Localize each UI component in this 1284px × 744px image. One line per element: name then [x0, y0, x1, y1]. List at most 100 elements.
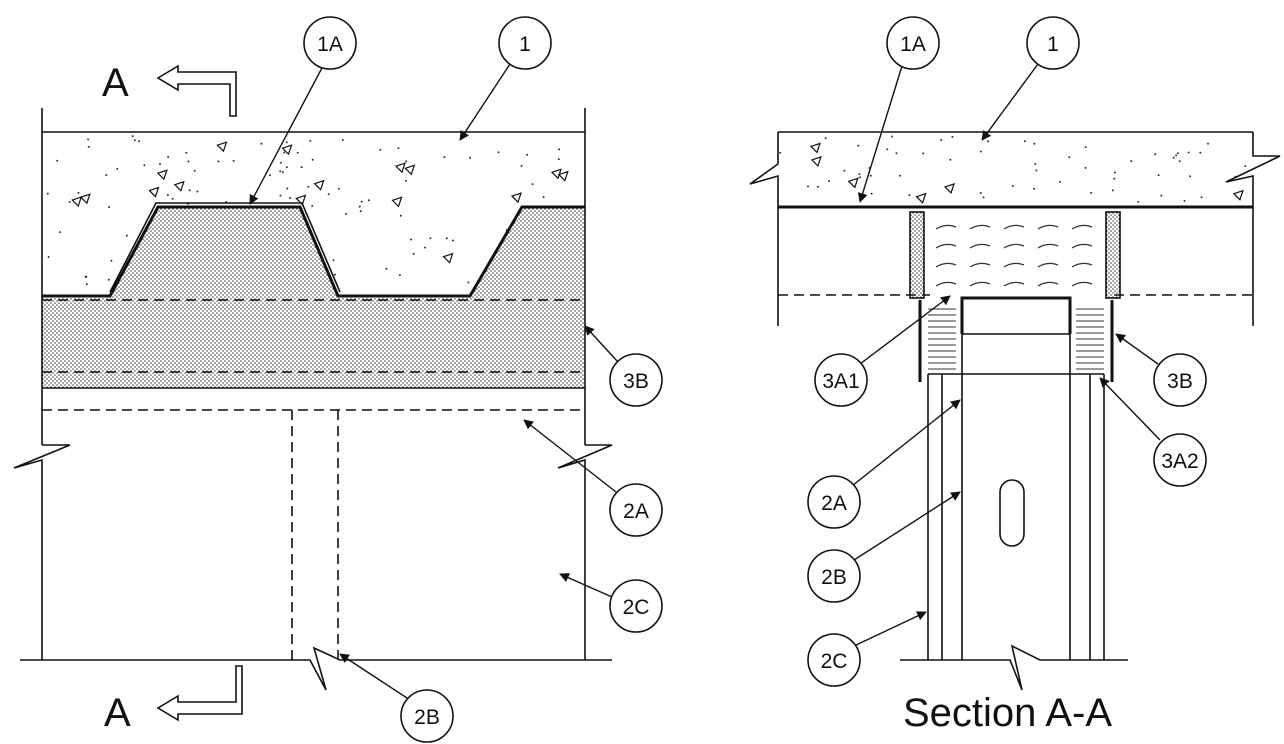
- concrete-speck: [895, 152, 898, 155]
- aggregate-mark: [809, 142, 821, 154]
- concrete-speck: [558, 148, 561, 151]
- concrete-speck: [360, 200, 363, 203]
- concrete-speck: [46, 192, 49, 195]
- concrete-speck: [87, 138, 90, 141]
- concrete-speck: [1033, 142, 1036, 145]
- concrete-speck: [397, 147, 400, 150]
- svg-text:2B: 2B: [414, 706, 440, 729]
- mineral-wool-stroke: [1037, 281, 1059, 287]
- svg-text:2A: 2A: [623, 500, 649, 523]
- concrete-speck: [217, 160, 220, 163]
- concrete-speck: [951, 135, 954, 138]
- sec-callout-1A: 1A: [857, 16, 940, 203]
- concrete-speck: [159, 162, 161, 165]
- steel-stud-track: [900, 296, 1128, 691]
- concrete-speck: [334, 273, 336, 276]
- concrete-speck: [1058, 180, 1061, 183]
- concrete-speck: [1113, 177, 1116, 180]
- concrete-speck: [85, 283, 88, 286]
- concrete-speck: [116, 167, 119, 170]
- concrete-speck: [542, 196, 545, 199]
- mineral-wool-stroke: [1071, 224, 1093, 230]
- mineral-wool-band: [42, 296, 585, 389]
- concrete-speck: [260, 142, 263, 145]
- concrete-speck: [1130, 160, 1133, 163]
- svg-text:2B: 2B: [821, 566, 847, 589]
- svg-text:3A1: 3A1: [822, 370, 859, 393]
- sec-callout-1: 1: [981, 16, 1080, 141]
- concrete-speck: [1090, 191, 1093, 194]
- concrete-speck: [368, 199, 370, 202]
- concrete-speck: [1034, 162, 1037, 165]
- concrete-speck: [185, 151, 188, 154]
- aggregate-mark: [1232, 189, 1244, 201]
- callout-2B: 2B: [339, 653, 454, 743]
- concrete-speck: [1084, 166, 1087, 169]
- concrete-speck: [188, 189, 191, 192]
- concrete-speck: [288, 196, 291, 199]
- aggregate-mark: [79, 193, 91, 205]
- concrete-speck: [327, 193, 330, 196]
- aggregate-mark: [71, 196, 83, 208]
- concrete-speck: [1189, 175, 1191, 178]
- concrete-speck: [858, 173, 861, 176]
- section-mark-bottom-label: A: [104, 691, 131, 735]
- concrete-speck: [908, 194, 911, 197]
- sec-callout-3A2: 3A2: [1099, 377, 1207, 487]
- concrete-speck: [58, 231, 61, 234]
- mineral-wool-stroke: [1003, 224, 1025, 230]
- concrete-speck: [105, 174, 108, 176]
- callout-3B: 3B: [584, 325, 663, 407]
- concrete-speck: [337, 187, 340, 190]
- aggregate-mark: [442, 252, 454, 264]
- concrete-speck: [1172, 156, 1175, 159]
- concrete-speck: [816, 185, 819, 188]
- concrete-speck: [1160, 194, 1163, 197]
- concrete-speck: [886, 148, 889, 151]
- concrete-speck: [779, 151, 782, 154]
- svg-text:1A: 1A: [900, 33, 926, 56]
- concrete-speck: [857, 144, 860, 147]
- sec-callout-3A1: 3A1: [814, 295, 951, 407]
- concrete-speck: [410, 238, 412, 241]
- concrete-speck: [279, 170, 282, 173]
- concrete-speck: [1033, 187, 1036, 190]
- concrete-speck: [922, 152, 925, 155]
- aggregate-mark: [391, 196, 403, 208]
- concrete-speck: [443, 156, 446, 159]
- mineral-wool-stroke: [969, 262, 991, 268]
- aggregate-mark: [915, 192, 927, 204]
- concrete-speck: [296, 151, 299, 154]
- mineral-wool-stroke: [1003, 262, 1025, 268]
- concrete-speck: [1178, 160, 1181, 163]
- aggregate-mark: [295, 194, 307, 206]
- concrete-speck: [138, 140, 140, 143]
- concrete-speck: [283, 151, 286, 154]
- section-title: Section A-A: [903, 691, 1112, 735]
- concrete-speck: [531, 183, 534, 186]
- concrete-speck: [281, 171, 284, 173]
- concrete-speck: [1187, 151, 1190, 154]
- concrete-speck: [341, 138, 344, 141]
- svg-text:1: 1: [1047, 33, 1059, 56]
- svg-text:3A2: 3A2: [1161, 450, 1198, 473]
- concrete-speck: [828, 180, 831, 183]
- concrete-speck: [110, 259, 113, 262]
- svg-text:2A: 2A: [821, 492, 847, 515]
- callout-2A: 2A: [523, 419, 663, 537]
- concrete-speck: [1113, 171, 1116, 174]
- aggregate-mark: [550, 168, 562, 180]
- concrete-speck: [107, 278, 110, 281]
- concrete-speck: [469, 156, 472, 159]
- mineral-wool-stroke: [1037, 262, 1059, 268]
- svg-text:3B: 3B: [623, 370, 649, 393]
- sec-callout-2C: 2C: [807, 611, 927, 687]
- aggregate-mark: [404, 164, 416, 176]
- concrete-speck: [47, 256, 50, 258]
- aggregate-mark: [313, 179, 325, 191]
- concrete-speck: [1035, 169, 1038, 172]
- aggregate-mark: [156, 169, 168, 181]
- concrete-speck: [399, 214, 402, 217]
- concrete-speck: [1207, 142, 1209, 145]
- concrete-speck: [171, 197, 174, 200]
